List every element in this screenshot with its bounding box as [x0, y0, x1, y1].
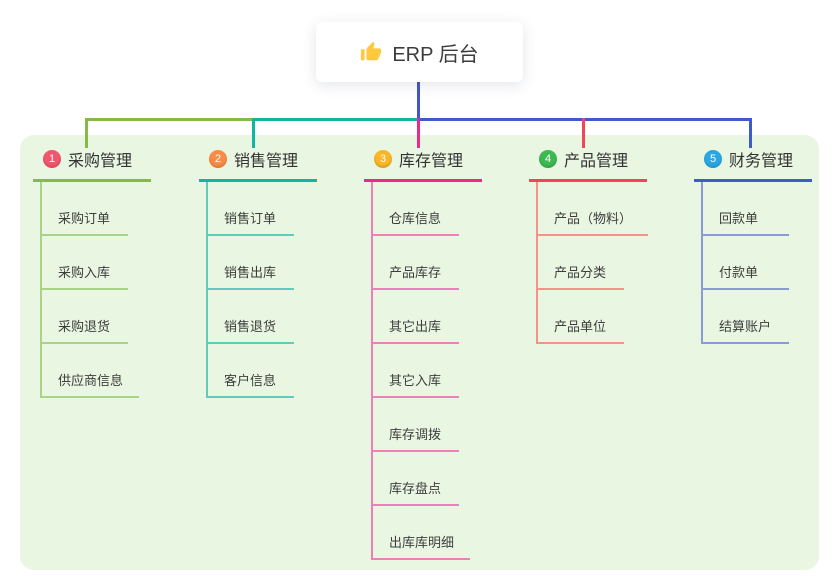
branch-product-management: 4 产品管理产品（物料）产品分类产品单位	[529, 147, 649, 344]
branch-children: 仓库信息产品库存其它出库其它入库库存调拨库存盘点出库库明细	[371, 182, 471, 560]
branch-inventory-management: 3 库存管理仓库信息产品库存其它出库其它入库库存调拨库存盘点出库库明细	[364, 147, 482, 560]
thumbs-up-icon	[360, 41, 382, 63]
branch-number-badge: 5	[704, 150, 722, 168]
branch-child-item[interactable]: 出库库明细	[373, 506, 471, 560]
branch-title-label: 采购管理	[68, 153, 133, 170]
connector-root-stub	[417, 82, 420, 119]
branch-child-item[interactable]: 供应商信息	[42, 344, 140, 398]
root-title: ERP 后台	[392, 43, 479, 66]
branch-child-item[interactable]: 销售出库	[208, 236, 294, 290]
branch-title-label: 产品管理	[564, 153, 629, 170]
branch-child-item[interactable]: 产品分类	[538, 236, 624, 290]
branch-child-item[interactable]: 采购退货	[42, 290, 128, 344]
connector-drop-purchase-management	[85, 118, 88, 148]
connector-drop-finance-management	[749, 118, 752, 148]
branch-finance-management: 5 财务管理回款单付款单结算账户	[694, 147, 812, 344]
connector-drop-sales-management	[252, 118, 255, 148]
branch-child-item[interactable]: 库存盘点	[373, 452, 459, 506]
connector-horizontal-middle	[252, 118, 419, 121]
branch-title[interactable]: 3 库存管理	[364, 147, 482, 182]
branch-child-item[interactable]: 回款单	[703, 182, 789, 236]
branch-child-item[interactable]: 销售订单	[208, 182, 294, 236]
branch-children: 回款单付款单结算账户	[701, 182, 789, 344]
branch-child-item[interactable]: 采购订单	[42, 182, 128, 236]
branch-child-item[interactable]: 结算账户	[703, 290, 789, 344]
branch-sales-management: 2 销售管理销售订单销售出库销售退货客户信息	[199, 147, 317, 398]
branch-title-label: 库存管理	[399, 153, 464, 170]
branch-title-label: 销售管理	[234, 153, 299, 170]
branches-panel	[20, 135, 819, 570]
connector-horizontal-left	[85, 118, 253, 121]
branch-child-item[interactable]: 其它入库	[373, 344, 459, 398]
branch-child-item[interactable]: 客户信息	[208, 344, 294, 398]
branch-child-item[interactable]: 销售退货	[208, 290, 294, 344]
branch-title[interactable]: 1 采购管理	[33, 147, 151, 182]
branch-children: 销售订单销售出库销售退货客户信息	[206, 182, 294, 398]
root-node[interactable]: ERP 后台	[316, 22, 523, 82]
branch-title[interactable]: 2 销售管理	[199, 147, 317, 182]
connector-drop-product-management	[582, 118, 585, 148]
branch-purchase-management: 1 采购管理采购订单采购入库采购退货供应商信息	[33, 147, 151, 398]
branch-number-badge: 3	[374, 150, 392, 168]
branch-title[interactable]: 4 产品管理	[529, 147, 647, 182]
connector-drop-inventory-management	[417, 118, 420, 148]
branch-child-item[interactable]: 产品单位	[538, 290, 624, 344]
branch-child-item[interactable]: 库存调拨	[373, 398, 459, 452]
branch-child-item[interactable]: 仓库信息	[373, 182, 459, 236]
branch-child-item[interactable]: 付款单	[703, 236, 789, 290]
branch-child-item[interactable]: 产品库存	[373, 236, 459, 290]
branch-number-badge: 1	[43, 150, 61, 168]
branch-child-item[interactable]: 产品（物料）	[538, 182, 649, 236]
branch-number-badge: 2	[209, 150, 227, 168]
branch-children: 产品（物料）产品分类产品单位	[536, 182, 649, 344]
branch-title[interactable]: 5 财务管理	[694, 147, 812, 182]
branch-title-label: 财务管理	[729, 153, 794, 170]
branch-child-item[interactable]: 采购入库	[42, 236, 128, 290]
branch-child-item[interactable]: 其它出库	[373, 290, 459, 344]
branch-number-badge: 4	[539, 150, 557, 168]
branch-children: 采购订单采购入库采购退货供应商信息	[40, 182, 140, 398]
